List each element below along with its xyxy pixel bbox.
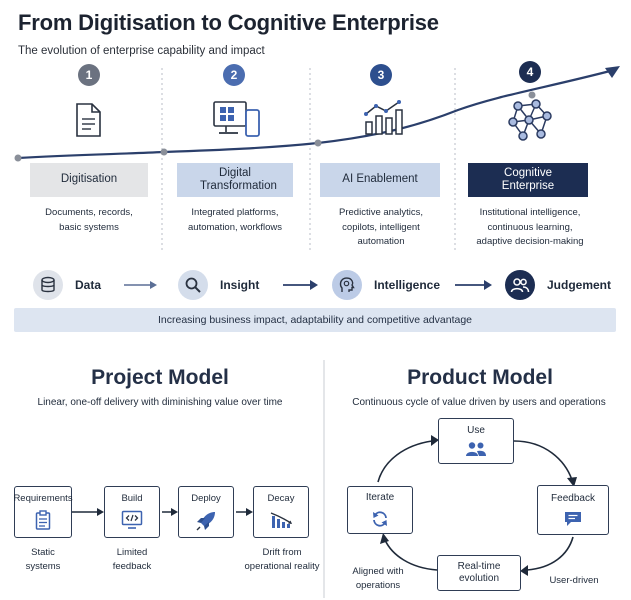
cycle-node-feedback: Feedback	[537, 485, 609, 535]
caption-static-systems: Static systems	[25, 547, 61, 572]
document-icon	[76, 103, 101, 137]
users-icon	[466, 442, 486, 456]
stage-2-box: Digital Transformation	[177, 163, 293, 197]
cycle-node-use: Use	[438, 418, 514, 464]
curve-point	[160, 148, 168, 156]
clipboard-icon	[35, 510, 51, 530]
cycle-icon	[373, 511, 387, 527]
caption-user-driven: User-driven	[549, 575, 599, 586]
declining-chart-icon	[270, 512, 292, 528]
product-model-title: Product Model	[407, 366, 553, 389]
chat-icon	[565, 512, 581, 526]
flow-judgement: Judgement	[505, 270, 611, 300]
stage-4-box: Cognitive Enterprise	[468, 163, 588, 197]
caption-aligned-operations: Aligned with operations	[352, 566, 404, 591]
flow-label-intelligence: Intelligence	[374, 278, 441, 292]
magnifier-icon	[178, 270, 208, 300]
project-model-title: Project Model	[91, 366, 229, 389]
impact-bar: Increasing business impact, adaptability…	[14, 308, 616, 332]
stage-2-number: 2	[223, 64, 245, 86]
stage-1-description: Documents, records, basic systems	[45, 207, 133, 233]
analytics-chart-icon	[364, 100, 403, 135]
curve-point	[14, 154, 22, 162]
flow-insight: Insight	[178, 270, 259, 300]
stage-3-description: Predictive analytics, copilots, intellig…	[339, 207, 423, 248]
stage-3-label: AI Enablement	[342, 173, 418, 186]
cycle-arrow	[384, 539, 438, 571]
rocket-icon	[196, 512, 215, 531]
stage-4-number: 4	[519, 61, 541, 83]
stage-4-label: Cognitive Enterprise	[501, 166, 555, 192]
page-title: From Digitisation to Cognitive Enterpris…	[18, 10, 439, 35]
caption-limited-feedback: Limited feedback	[112, 547, 152, 572]
product-model-subtitle: Continuous cycle of value driven by user…	[352, 397, 606, 408]
project-model-subtitle: Linear, one-off delivery with diminishin…	[37, 397, 283, 408]
cycle-arrow	[513, 440, 573, 481]
caption-drift: Drift from operational reality	[244, 547, 320, 572]
cycle-node-evolution: Real-time evolution	[437, 555, 521, 591]
flow-label-insight: Insight	[220, 278, 260, 292]
stage-2-label: Digital Transformation	[200, 166, 277, 192]
curve-point	[528, 91, 536, 99]
people-icon	[505, 270, 535, 300]
project-step-build: Build	[104, 486, 160, 538]
code-monitor-icon	[121, 510, 143, 529]
database-icon	[33, 270, 63, 300]
cycle-node-iterate: Iterate	[347, 486, 413, 534]
stage-1-box: Digitisation	[30, 163, 148, 197]
stage-4-description: Institutional intelligence, continuous l…	[476, 207, 584, 248]
stage-3-box: AI Enablement	[320, 163, 440, 197]
stage-1-number: 1	[78, 64, 100, 86]
project-step-requirements: Requirements	[13, 486, 73, 538]
flow-label-data: Data	[75, 278, 102, 292]
growth-arrowhead	[605, 66, 620, 78]
devices-icon	[213, 101, 260, 137]
flow-data: Data	[33, 270, 101, 300]
project-step-deploy: Deploy	[178, 486, 234, 538]
project-step-decay: Decay	[253, 486, 309, 538]
cycle-arrow	[377, 440, 433, 483]
flow-intelligence: Intelligence	[332, 270, 440, 300]
network-icon	[508, 99, 552, 141]
cycle-arrow	[526, 536, 574, 571]
stage-3-number: 3	[370, 64, 392, 86]
flow-label-judgement: Judgement	[547, 278, 612, 292]
brain-head-icon	[332, 270, 362, 300]
stage-1-label: Digitisation	[60, 173, 118, 186]
page-subtitle: The evolution of enterprise capability a…	[18, 45, 265, 57]
stage-2-description: Integrated platforms, automation, workfl…	[188, 207, 282, 233]
curve-point	[314, 139, 322, 147]
